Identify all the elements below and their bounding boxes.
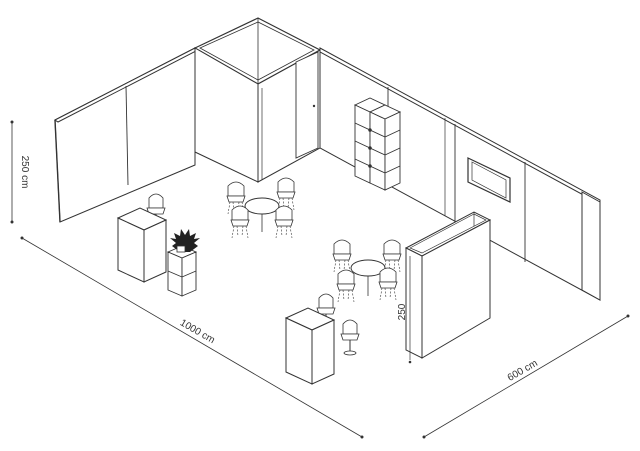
partition-height-label: 250 [397, 303, 408, 320]
length-label: 1000 cm [178, 317, 217, 346]
table-group-back [226, 177, 296, 239]
left-back-wall [54, 47, 199, 223]
table-group-front [332, 239, 402, 303]
partition-wall [404, 211, 492, 359]
plant-icon [170, 229, 200, 253]
partition-dimension: 250 [397, 256, 412, 364]
height-dimension: 250 cm [10, 120, 30, 224]
depth-label: 600 cm [506, 358, 540, 384]
reception-counter [116, 193, 168, 283]
height-label: 250 cm [19, 156, 30, 189]
front-counter [284, 293, 360, 385]
shelf-unit [353, 97, 402, 191]
storage-room [193, 17, 322, 183]
plant-shelf [166, 245, 198, 297]
